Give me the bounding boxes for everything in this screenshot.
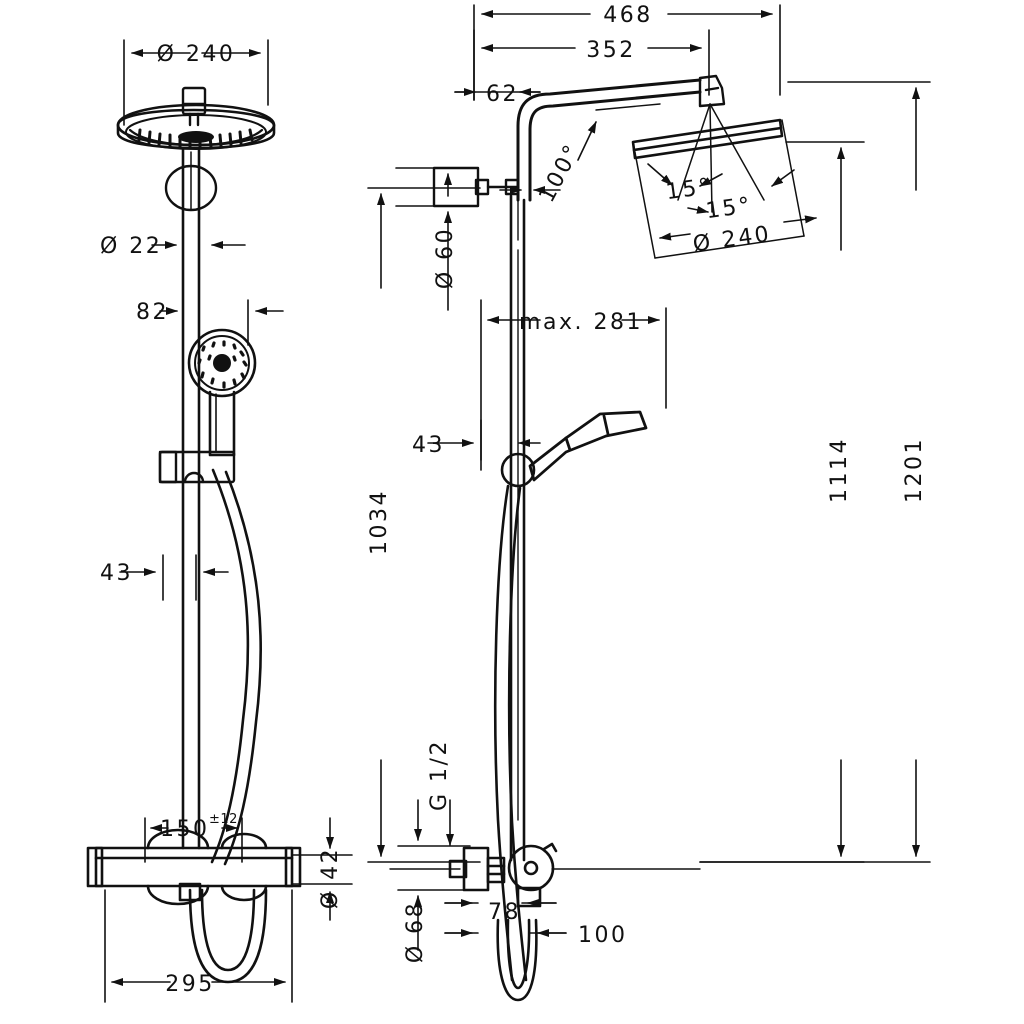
front-ring-clamp (164, 164, 218, 212)
dim-side-tilt-left (647, 163, 723, 187)
side-view-geometry (367, 4, 931, 1002)
side-shower-arm (516, 78, 702, 202)
side-hose-loop (496, 918, 538, 1002)
label-side-arm-reach: 352 (586, 38, 636, 63)
dim-side-riser-height (367, 187, 481, 863)
dim-front-thermostat-centers (144, 817, 243, 863)
label-front-overall-depth: 295 (165, 972, 215, 997)
label-side-head-diameter: Ø 240 (691, 222, 773, 258)
label-side-arm-angle: 100° (534, 139, 586, 206)
front-riser-pipe (181, 148, 201, 850)
label-front-thermostat-diameter: Ø 42 (318, 847, 343, 909)
dim-side-holder-offset (427, 419, 541, 461)
label-side-overall-reach: 468 (603, 3, 653, 28)
label-front-thermostat-tolerance: ±12 (209, 812, 238, 827)
side-valve-body (507, 842, 558, 908)
label-front-wall-offset: 43 (100, 561, 133, 586)
front-hose-loop (188, 888, 268, 984)
label-side-riser-height: 1034 (367, 489, 392, 555)
dim-side-overall-height (699, 81, 931, 863)
side-wall-connection (448, 846, 506, 892)
side-tilt-envelope (632, 119, 805, 259)
dim-side-arm-reach (473, 29, 710, 101)
label-side-valve-offset: 78 (488, 900, 521, 925)
label-side-overall-height: 1201 (902, 437, 927, 503)
dim-front-wall-offset (119, 554, 229, 601)
side-head-joint (698, 74, 726, 108)
label-side-tilt-right: 15° (704, 193, 754, 224)
front-shower-hose (210, 468, 263, 866)
label-front-handshower-offset: 82 (136, 300, 169, 325)
front-overhead-spray-face (128, 128, 264, 149)
dim-side-head-diameter (659, 215, 817, 241)
dim-side-tilt-right (687, 169, 795, 214)
dim-side-escutcheon-diameter (397, 799, 471, 951)
dim-front-handshower-offset (159, 299, 284, 346)
dim-side-bracket-diameter (395, 167, 479, 311)
dim-front-thermostat-diameter (291, 817, 353, 921)
side-arm-center-line (595, 103, 661, 111)
side-tilt-lines (677, 103, 765, 213)
label-side-escutcheon-diameter: Ø 68 (403, 901, 428, 963)
label-front-thermostat-centers: 150 (160, 817, 210, 842)
side-handshower-holder (500, 452, 536, 488)
label-side-arm-drop: 62 (486, 82, 519, 107)
label-front-riser-diameter: Ø 22 (100, 234, 162, 259)
side-overhead-shower (631, 118, 784, 160)
front-shower-arm (181, 86, 207, 127)
label-side-arm-height: 1114 (827, 437, 852, 503)
label-side-max-reach: max. 281 (519, 310, 643, 335)
front-view-geometry (86, 39, 353, 1003)
side-hand-shower (528, 410, 648, 482)
side-wall-bracket (432, 166, 520, 208)
dim-front-head-diameter (123, 39, 269, 126)
label-front-head-diameter: Ø 240 (157, 42, 236, 67)
front-hand-shower (187, 328, 257, 457)
side-riser-pipe (509, 194, 526, 862)
front-thermostat-body (86, 828, 302, 906)
label-side-thread: G 1/2 (427, 739, 452, 811)
label-side-outlet-offset: 100 (578, 923, 628, 948)
label-side-holder-offset: 43 (412, 433, 445, 458)
label-side-bracket-diameter: Ø 60 (433, 227, 458, 289)
front-slider-bracket (158, 450, 236, 484)
dim-front-overall-depth (104, 889, 293, 1003)
